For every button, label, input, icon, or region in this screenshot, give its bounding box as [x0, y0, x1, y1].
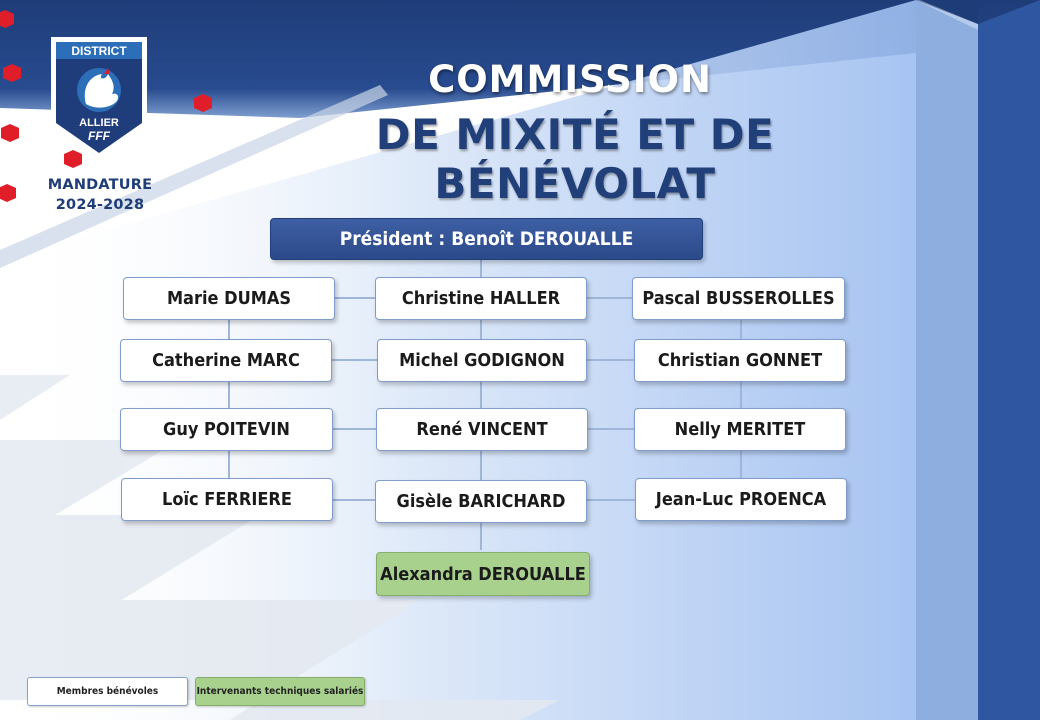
mandature-years: 2024-2028 [55, 197, 145, 213]
member-box-right-2: Christian GONNET [634, 339, 846, 382]
president-box: Président : Benoît DEROUALLE [270, 218, 703, 260]
title-line-2: DE MIXITÉ ET DE BÉNÉVOLAT [375, 110, 775, 208]
member-box-center-2: Michel GODIGNON [377, 339, 587, 382]
member-box-center-1: Christine HALLER [375, 277, 587, 320]
member-box-right-3: Nelly MERITET [634, 408, 846, 451]
district-logo: DISTRICT ALLIER FFF [46, 34, 152, 162]
connector-line [740, 318, 742, 478]
member-box-right-4: Jean-Luc PROENCA [635, 478, 847, 521]
logo-bottom-text: ALLIER [79, 117, 119, 129]
member-box-center-4: Gisèle BARICHARD [375, 480, 587, 523]
member-box-center-3: René VINCENT [376, 408, 588, 451]
title-line-1: COMMISSION [428, 58, 712, 101]
mandature-label: MANDATURE [47, 177, 153, 193]
connector-line [480, 260, 482, 550]
logo-badge-text: FFF [88, 129, 111, 143]
member-box-left-1: Marie DUMAS [123, 277, 335, 320]
legend-staff: Intervenants techniques salariés [195, 677, 365, 706]
member-box-left-4: Loïc FERRIERE [121, 478, 333, 521]
connector-line [228, 318, 230, 478]
legend-volunteers: Membres bénévoles [27, 677, 188, 706]
member-box-left-2: Catherine MARC [120, 339, 332, 382]
member-box-right-1: Pascal BUSSEROLLES [632, 277, 845, 320]
rooster-icon [77, 68, 121, 112]
staff-box: Alexandra DEROUALLE [376, 552, 590, 596]
member-box-left-3: Guy POITEVIN [120, 408, 333, 451]
logo-top-text: DISTRICT [71, 44, 127, 58]
